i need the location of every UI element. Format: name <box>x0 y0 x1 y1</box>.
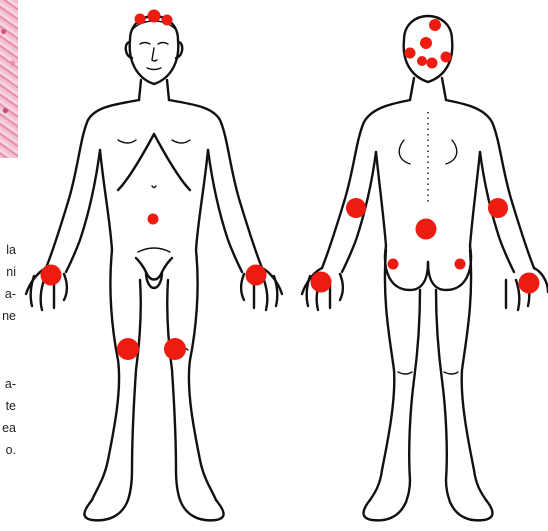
marker-back-head-left <box>405 48 416 59</box>
marker-back-right-elbow <box>488 198 508 218</box>
marker-front-head-center <box>148 10 161 23</box>
back-figure <box>302 16 548 520</box>
marker-front-right-knee <box>117 338 139 360</box>
lesion-markers <box>41 10 540 361</box>
marker-back-head-top <box>429 19 441 31</box>
marker-front-right-hand <box>41 265 62 286</box>
marker-front-abdomen <box>148 214 159 225</box>
marker-back-right-buttock <box>455 259 466 270</box>
marker-back-head-right <box>441 52 452 63</box>
marker-front-head-right <box>162 15 173 26</box>
marker-front-left-knee <box>164 338 186 360</box>
front-figure <box>26 16 282 520</box>
marker-back-right-hand <box>519 273 540 294</box>
marker-back-lower-back <box>416 219 437 240</box>
marker-front-head-left <box>135 14 146 25</box>
marker-front-left-hand <box>246 265 267 286</box>
marker-back-left-elbow <box>346 198 366 218</box>
marker-back-head-mid <box>420 37 432 49</box>
marker-back-left-hand <box>311 272 332 293</box>
marker-back-left-buttock <box>388 259 399 270</box>
marker-back-head-low-right <box>427 58 438 69</box>
marker-back-head-low-left <box>417 56 427 66</box>
